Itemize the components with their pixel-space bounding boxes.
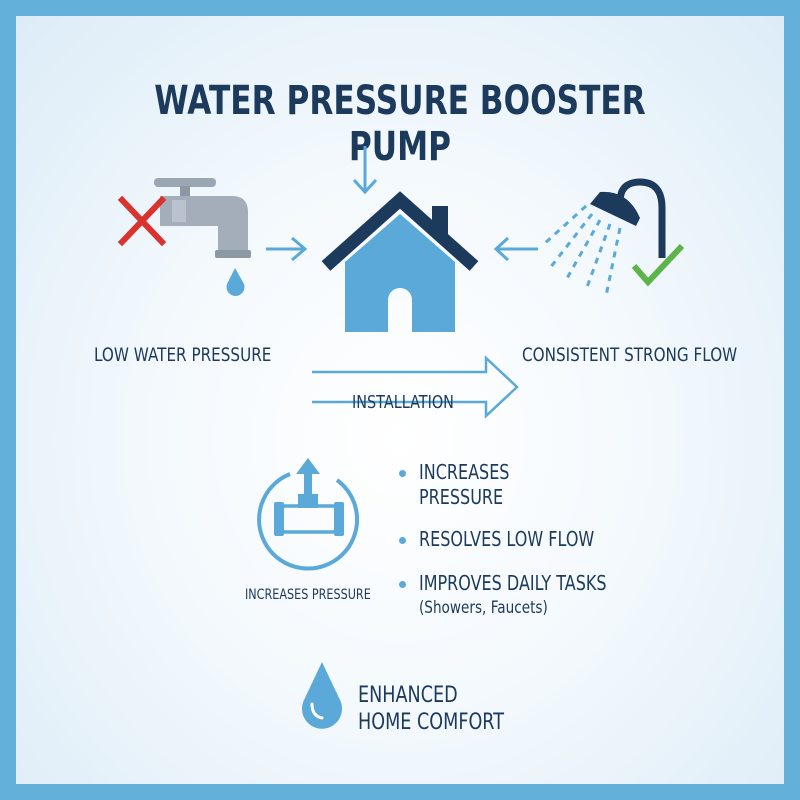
benefit-item-increases-line1: INCREASES	[419, 460, 510, 484]
low-pressure-label: LOW WATER PRESSURE	[94, 344, 272, 366]
cross-icon	[117, 195, 167, 247]
installation-arrow	[312, 355, 519, 419]
installation-label: INSTALLATION	[352, 392, 454, 413]
bullet-dot	[399, 537, 406, 544]
pump-icon-label: INCREASES PRESSURE	[245, 587, 371, 603]
bullet-dot	[399, 581, 406, 588]
arrow-left-icon	[493, 236, 538, 262]
benefit-item-improves-line2: (Showers, Faucets)	[419, 598, 548, 618]
page-title: WATER PRESSURE BOOSTER PUMP	[154, 78, 646, 170]
arrow-down-icon	[352, 146, 378, 195]
footer-line1: ENHANCED	[358, 683, 458, 708]
shower-icon	[542, 178, 666, 297]
benefit-item-resolves: RESOLVES LOW FLOW	[419, 527, 595, 551]
benefit-item-improves-line1: IMPROVES DAILY TASKS	[419, 571, 607, 595]
bullet-dot	[399, 470, 406, 477]
water-drop-icon	[301, 662, 342, 729]
house-icon	[321, 191, 479, 332]
benefit-item-increases-line2: PRESSURE	[419, 485, 504, 509]
faucet-icon	[154, 178, 251, 296]
check-icon	[631, 243, 685, 287]
strong-flow-label: CONSISTENT STRONG FLOW	[522, 344, 738, 366]
pump-icon	[257, 458, 360, 571]
arrow-right-icon	[266, 236, 308, 262]
footer-line2: HOME COMFORT	[358, 710, 504, 735]
